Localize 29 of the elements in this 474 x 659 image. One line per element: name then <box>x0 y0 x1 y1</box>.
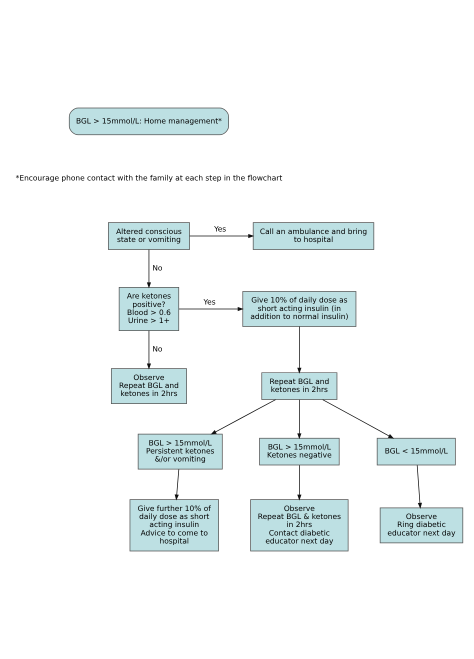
node-box: Are ketones positive? Blood > 0.6 Urine > 1+ <box>118 287 180 331</box>
label: *Encourage phone contact with the family at each step in the flowchart <box>16 174 282 183</box>
node-box: Observe Ring diabetic educator next day <box>380 507 464 544</box>
arrow <box>178 306 244 312</box>
arrow <box>297 326 302 374</box>
edge-label: Yes <box>214 224 226 234</box>
arrow <box>174 469 180 500</box>
node-box: Give further 10% of daily dose as short acting insulin Advice to come to hospital <box>130 499 219 552</box>
node-box: BGL > 15mmol/L Persistent ketones &/or vomiting <box>138 434 223 470</box>
node-box: BGL < 15mmol/L <box>376 438 456 466</box>
node-box: Observe Repeat BGL and ketones in 2hrs <box>110 368 187 404</box>
node-box: BGL > 15mmol/L: Home management* <box>68 108 229 136</box>
arrow <box>297 464 302 501</box>
arrow <box>297 399 302 440</box>
node-box: Altered conscious state or vomiting <box>108 222 190 250</box>
node-box: Observe Repeat BGL & ketones in 2hrs Contact diabetic educator next day <box>250 499 348 552</box>
arrow <box>210 399 276 435</box>
node-box: BGL > 15mmol/L Ketones negative <box>259 438 340 466</box>
node-box: Give 10% of daily dose as short acting insulin (in addition to normal insulin) <box>242 291 356 327</box>
edge-label: Yes <box>204 298 216 307</box>
node-box: Repeat BGL and ketones in 2hrs <box>261 372 338 400</box>
arrow <box>189 234 254 238</box>
arrow <box>146 249 152 288</box>
arrow <box>146 330 152 370</box>
arrow <box>416 464 422 509</box>
edge-label: No <box>152 344 163 354</box>
node-box: Call an ambulance and bring to hospital <box>252 222 374 250</box>
arrow <box>322 399 394 439</box>
edge-label: No <box>152 263 163 272</box>
